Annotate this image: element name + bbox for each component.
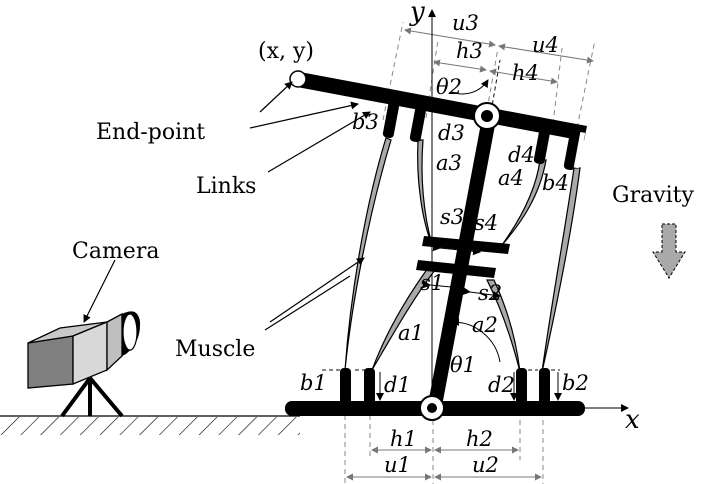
b3-label: b3 xyxy=(352,110,379,134)
endpoint-coords-label: (x, y) xyxy=(258,39,314,64)
b1-label: b1 xyxy=(300,371,327,395)
theta1-label: θ1 xyxy=(450,353,476,377)
d1-label: d1 xyxy=(384,373,411,397)
x-axis-label: x xyxy=(625,405,640,435)
u2-label: u2 xyxy=(472,453,499,477)
links xyxy=(285,70,587,421)
end-point-circle xyxy=(289,70,307,88)
h4-label: h4 xyxy=(512,61,539,85)
y-axis-label: y xyxy=(409,0,425,27)
u3-label: u3 xyxy=(452,11,479,35)
vertical-link xyxy=(428,118,496,406)
gravity-label: Gravity xyxy=(612,183,695,208)
annotation-pointers xyxy=(83,81,371,331)
h1-label: h1 xyxy=(390,427,417,451)
d2-label: d2 xyxy=(488,373,515,397)
d3-label: d3 xyxy=(438,121,465,145)
camera-label: Camera xyxy=(72,239,159,264)
theta2-label: θ2 xyxy=(436,75,462,99)
a4-label: a4 xyxy=(498,166,524,190)
gravity-arrow-icon xyxy=(652,223,686,279)
angle-arcs xyxy=(451,79,501,363)
s4-label: s4 xyxy=(474,211,498,235)
a2-label: a2 xyxy=(472,313,498,337)
b4-label: b4 xyxy=(542,171,569,195)
h3-label: h3 xyxy=(456,39,483,63)
end-point-label: End-point xyxy=(96,120,205,145)
camera-icon xyxy=(27,311,141,418)
u4-label: u4 xyxy=(532,33,559,57)
d4-label: d4 xyxy=(508,143,535,167)
lower-attachment-bar xyxy=(416,260,496,278)
s3-label: s3 xyxy=(440,205,464,229)
upper-link xyxy=(297,72,587,141)
s1-label: s1 xyxy=(420,271,444,295)
ground xyxy=(0,415,300,435)
h2-label: h2 xyxy=(466,427,493,451)
s2-label: s2 xyxy=(478,281,502,305)
a3-label: a3 xyxy=(436,151,462,175)
small-dimension-ticks xyxy=(322,243,562,401)
a1-label: a1 xyxy=(398,321,424,345)
links-label: Links xyxy=(196,174,256,199)
u1-label: u1 xyxy=(384,453,411,477)
b2-label: b2 xyxy=(562,371,589,395)
text-labels: (x, y) End-point Links Camera Muscle Gra… xyxy=(72,0,695,477)
muscle-label: Muscle xyxy=(175,337,255,362)
